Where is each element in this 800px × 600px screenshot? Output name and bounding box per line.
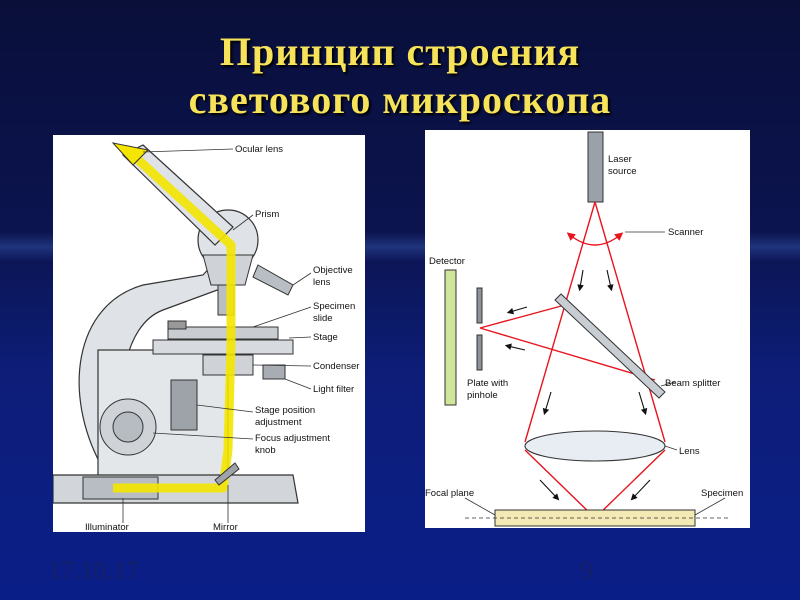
label-beam-splitter: Beam splitter bbox=[665, 378, 720, 389]
label-laser-1: Laser bbox=[608, 154, 632, 165]
light-path bbox=[113, 151, 236, 493]
stage bbox=[152, 339, 294, 355]
label-focus-1: Focus adjustment bbox=[255, 433, 330, 444]
label-light-filter: Light filter bbox=[313, 384, 354, 395]
label-focus-2: knob bbox=[255, 445, 276, 456]
label-specimen: Specimen bbox=[701, 488, 743, 499]
label-illuminator: Illuminator bbox=[85, 522, 129, 532]
lens bbox=[524, 430, 666, 462]
label-mirror: Mirror bbox=[213, 522, 238, 532]
label-stage-adjustment-1: Stage position bbox=[255, 405, 315, 416]
label-detector: Detector bbox=[429, 256, 465, 267]
light-microscope-drawing: Ocular lens Prism Objective lens Specime… bbox=[52, 142, 359, 533]
label-laser-2: source bbox=[608, 166, 637, 177]
title-line-1: Принцип строения bbox=[219, 29, 581, 74]
label-objective-1: Objective bbox=[313, 265, 353, 276]
label-objective-2: lens bbox=[313, 277, 331, 288]
pinhole-plate bbox=[476, 287, 483, 324]
laser-source bbox=[587, 131, 604, 203]
confocal-diagram: Laser source Scanner Detector Plate with… bbox=[425, 131, 743, 527]
beam-splitter bbox=[554, 293, 666, 399]
footer-page-number: 9 bbox=[580, 556, 593, 585]
stage-adjustment bbox=[170, 379, 198, 431]
label-condenser: Condenser bbox=[313, 361, 359, 372]
label-specimen-2: slide bbox=[313, 313, 333, 324]
label-scanner: Scanner bbox=[668, 227, 703, 238]
label-focal-plane: Focal plane bbox=[425, 488, 474, 499]
detector bbox=[444, 269, 457, 406]
slide-title: Принцип строения светового микроскопа bbox=[0, 28, 800, 124]
footer-date: 17.10.17 bbox=[48, 556, 139, 585]
light-filter bbox=[262, 364, 286, 380]
label-stage: Stage bbox=[313, 332, 338, 343]
label-ocular-lens: Ocular lens bbox=[235, 144, 283, 155]
label-prism: Prism bbox=[255, 209, 279, 220]
laser-beams bbox=[479, 201, 666, 519]
label-plate-1: Plate with bbox=[467, 378, 508, 389]
label-specimen-1: Specimen bbox=[313, 301, 355, 312]
light-microscope-figure: Ocular lens Prism Objective lens Specime… bbox=[52, 135, 365, 533]
label-lens: Lens bbox=[679, 446, 700, 457]
label-plate-2: pinhole bbox=[467, 390, 498, 401]
label-stage-adjustment-2: adjustment bbox=[255, 417, 302, 428]
confocal-microscope-figure: Laser source Scanner Detector Plate with… bbox=[425, 130, 750, 528]
ocular-lens bbox=[111, 142, 150, 166]
mirror bbox=[214, 462, 240, 486]
title-line-2: светового микроскопа bbox=[188, 77, 612, 122]
